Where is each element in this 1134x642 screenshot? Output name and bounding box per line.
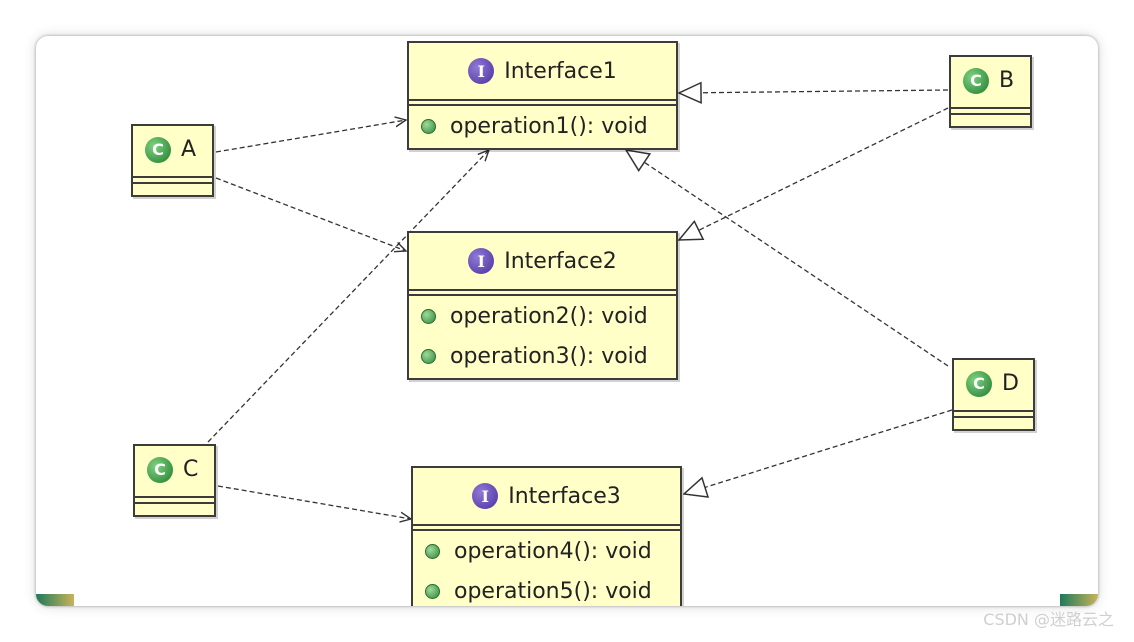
relation-a-to-interface2 [215,177,406,251]
class-c-name: C [183,457,199,482]
interface3-header: I Interface3 [413,468,680,524]
interface3-box[interactable]: I Interface3 operation4(): void operatio… [411,466,682,606]
interface-icon: I [468,248,495,274]
operation-row: operation2(): void [409,296,676,336]
watermark: CSDN @迷路云之 [983,610,1114,629]
class-b-box[interactable]: C B [949,55,1032,128]
interface2-divider [409,289,676,296]
class-c-box[interactable]: C C [133,444,216,517]
class-compartments [135,496,214,504]
operation-row: operation5(): void [413,571,680,606]
operation-row: operation4(): void [413,531,680,571]
operation-row: operation1(): void [409,106,676,146]
interface3-name: Interface3 [508,483,621,509]
class-compartments [951,107,1030,115]
class-c-header: C C [135,446,214,493]
operation-signature: operation1(): void [450,113,648,139]
operation-signature: operation5(): void [454,578,652,604]
class-b-name: B [999,68,1015,93]
operation-signature: operation4(): void [454,538,652,564]
class-d-box[interactable]: C D [952,358,1035,431]
class-compartments [954,410,1033,418]
interface1-name: Interface1 [504,58,617,84]
corner-decoration-left [36,594,74,606]
relation-d-to-interface1 [626,150,949,367]
interface1-box[interactable]: I Interface1 operation1(): void [407,41,678,150]
operation-signature: operation3(): void [450,343,648,369]
class-d-name: D [1002,371,1019,396]
interface2-name: Interface2 [504,248,617,274]
corner-decoration-right [1060,594,1098,606]
class-icon: C [145,136,171,163]
class-a-name: A [181,137,197,162]
interface1-divider [409,99,676,106]
class-a-header: C A [133,126,212,173]
operation-signature: operation2(): void [450,303,648,329]
public-method-icon [421,348,436,364]
class-d-header: C D [954,360,1033,407]
interface-icon: I [468,58,495,84]
class-icon: C [963,67,989,94]
class-a-box[interactable]: C A [131,124,214,197]
relation-b-to-interface2 [679,107,949,240]
relation-c-to-interface3 [217,485,411,519]
interface2-header: I Interface2 [409,233,676,289]
relation-lines [207,90,953,519]
interface1-header: I Interface1 [409,43,676,99]
relation-d-to-interface3 [684,409,953,494]
class-b-header: C B [951,57,1030,104]
class-compartments [133,176,212,184]
class-icon: C [966,370,992,397]
relation-a-to-interface1 [215,120,406,153]
public-method-icon [425,583,440,599]
relation-c-to-interface1 [207,150,489,443]
public-method-icon [425,543,440,559]
interface3-divider [413,524,680,531]
operation-row: operation3(): void [409,336,676,376]
class-icon: C [147,456,173,483]
public-method-icon [421,308,436,324]
interface2-box[interactable]: I Interface2 operation2(): void operatio… [407,231,678,380]
relations-layer [207,36,953,606]
diagram-canvas: I Interface1 operation1(): void I Interf… [36,36,1098,606]
interface-icon: I [472,483,499,509]
public-method-icon [421,118,436,134]
relation-b-to-interface1 [679,90,949,93]
